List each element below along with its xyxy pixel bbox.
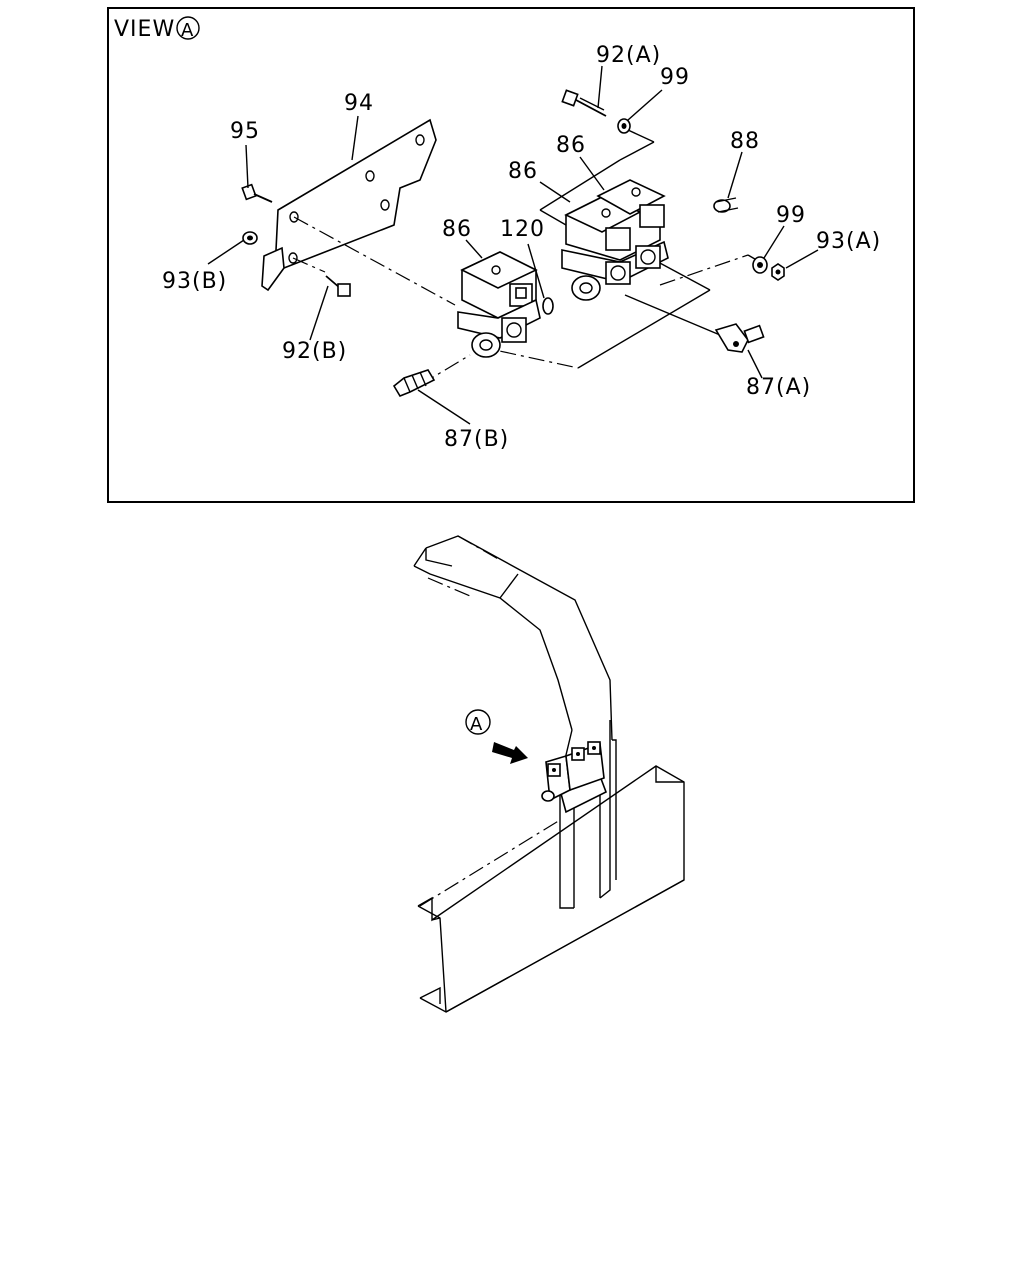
callout-93a: 93(A) <box>816 229 881 254</box>
bolt-92a <box>561 89 607 117</box>
callout-92b: 92(B) <box>282 339 347 364</box>
callout-99-top: 99 <box>660 65 690 90</box>
washer-99-top <box>617 118 631 134</box>
plug-88 <box>713 197 739 213</box>
vehicle-frame-drawing <box>413 535 685 1013</box>
callout-120: 120 <box>500 217 545 242</box>
callout-92a: 92(A) <box>596 43 661 68</box>
leader-lines <box>207 65 819 425</box>
nut-93a <box>771 263 785 281</box>
outline-line <box>577 289 711 369</box>
washer-93b <box>242 231 258 245</box>
bolt-92b <box>325 275 351 297</box>
elbow-fitting-87a <box>714 323 765 353</box>
callout-86-left: 86 <box>508 159 538 184</box>
callout-86-front: 86 <box>442 217 472 242</box>
valve-86-rear <box>561 179 669 301</box>
callout-95: 95 <box>230 119 260 144</box>
bolt-95 <box>241 183 273 203</box>
view-marker-circle: A <box>176 16 200 41</box>
outline-line <box>627 129 655 143</box>
dash-line <box>293 216 456 306</box>
callout-87a: 87(A) <box>746 375 811 400</box>
washer-99-right <box>752 256 768 274</box>
outline-line <box>657 261 711 291</box>
view-label: VIEW <box>114 17 175 42</box>
callout-94: 94 <box>344 91 374 116</box>
outline-line <box>539 159 621 211</box>
frame-marker-letter: A <box>470 714 483 735</box>
straight-fitting-87b <box>392 369 436 397</box>
view-a-frame <box>107 7 915 503</box>
callout-87b: 87(B) <box>444 427 509 452</box>
dash-line <box>471 344 579 369</box>
bracket-94 <box>261 118 437 292</box>
valve-86-front <box>457 251 541 358</box>
callout-93b: 93(B) <box>162 269 227 294</box>
oring-120 <box>542 297 554 315</box>
outline-line <box>619 141 655 161</box>
callout-99-right: 99 <box>776 203 806 228</box>
callout-86-top: 86 <box>556 133 586 158</box>
callout-88: 88 <box>730 129 760 154</box>
outline-line <box>624 294 721 336</box>
dash-line <box>292 257 326 273</box>
view-marker-letter: A <box>181 20 194 41</box>
view-a-arrow: A <box>465 709 528 764</box>
dash-line <box>659 254 749 286</box>
outline-line <box>539 209 567 226</box>
